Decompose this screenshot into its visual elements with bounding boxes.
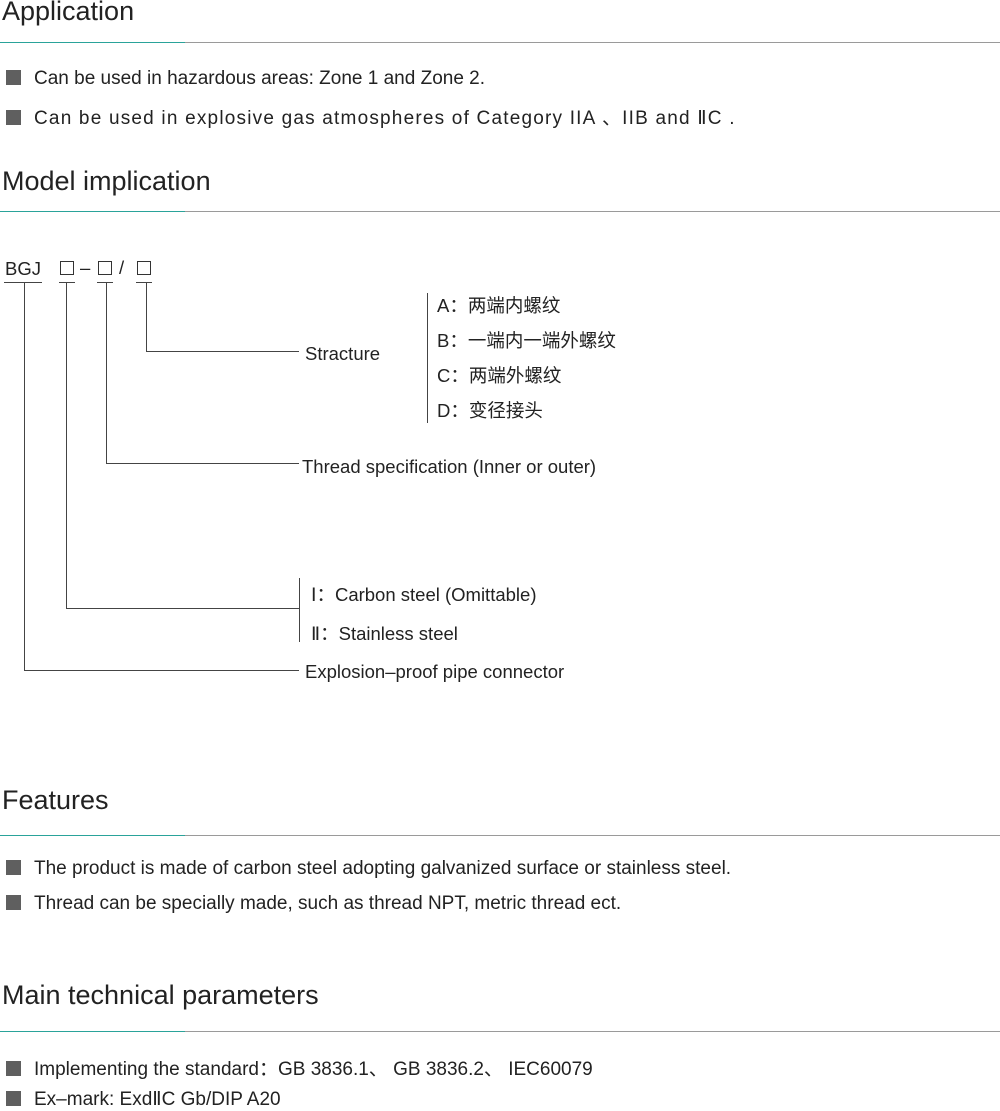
- thread-leader-vertical: [106, 283, 107, 464]
- structure-option: B：一端内一端外螺纹: [437, 330, 616, 351]
- bullet-square-icon: [6, 1061, 21, 1076]
- prefix-underline: [4, 282, 42, 283]
- structure-option: C：两端外螺纹: [437, 365, 562, 386]
- structure-option: D：变径接头: [437, 400, 543, 421]
- model-heading: Model implication: [2, 166, 211, 196]
- thread-underline: [97, 282, 113, 283]
- structure-leader-vertical: [146, 283, 147, 352]
- features-bullet: The product is made of carbon steel adop…: [6, 858, 731, 880]
- features-bullet: Thread can be specially made, such as th…: [6, 893, 621, 915]
- structure-label: Stracture: [305, 343, 381, 364]
- application-bullet: Can be used in explosive gas atmospheres…: [6, 103, 736, 130]
- connector-label: Explosion–proof pipe connector: [305, 661, 565, 682]
- model-code-prefix: BGJ: [5, 258, 41, 279]
- structure-options-bracket: [427, 293, 428, 423]
- structure-code-box: [137, 261, 151, 275]
- structure-leader-horizontal: [146, 351, 299, 352]
- parameters-bullet: Ex–mark: ExdⅡC Gb/DIP A20: [6, 1088, 281, 1111]
- material-options-bracket: [299, 578, 300, 642]
- material-option: Ⅱ：Stainless steel: [311, 623, 458, 644]
- features-divider: [0, 835, 1000, 836]
- thread-label: Thread specification (Inner or outer): [302, 456, 597, 477]
- model-divider: [0, 211, 1000, 212]
- material-leader-vertical: [66, 283, 67, 609]
- material-leader-horizontal: [66, 608, 299, 609]
- bullet-square-icon: [6, 860, 21, 875]
- connector-leader-vertical: [24, 283, 25, 671]
- application-bullet: Can be used in hazardous areas: Zone 1 a…: [6, 68, 485, 90]
- parameters-divider: [0, 1031, 1000, 1032]
- bullet-square-icon: [6, 1091, 21, 1106]
- thread-leader-horizontal: [106, 463, 299, 464]
- material-option: Ⅰ：Carbon steel (Omittable): [311, 584, 537, 605]
- bullet-square-icon: [6, 110, 21, 125]
- parameters-heading: Main technical parameters: [2, 980, 319, 1010]
- application-heading: Application: [2, 0, 135, 26]
- parameters-bullet: Implementing the standard：GB 3836.1、 GB …: [6, 1054, 593, 1081]
- material-underline: [59, 282, 75, 283]
- thread-code-box: [98, 261, 112, 275]
- bullet-square-icon: [6, 70, 21, 85]
- structure-underline: [136, 282, 152, 283]
- connector-leader-horizontal: [24, 670, 299, 671]
- model-code-slash: /: [119, 257, 125, 278]
- structure-option: A：两端内螺纹: [437, 295, 561, 316]
- application-divider: [0, 42, 1000, 43]
- features-heading: Features: [2, 785, 109, 815]
- bullet-square-icon: [6, 895, 21, 910]
- model-code-dash: –: [80, 257, 91, 278]
- material-code-box: [60, 261, 74, 275]
